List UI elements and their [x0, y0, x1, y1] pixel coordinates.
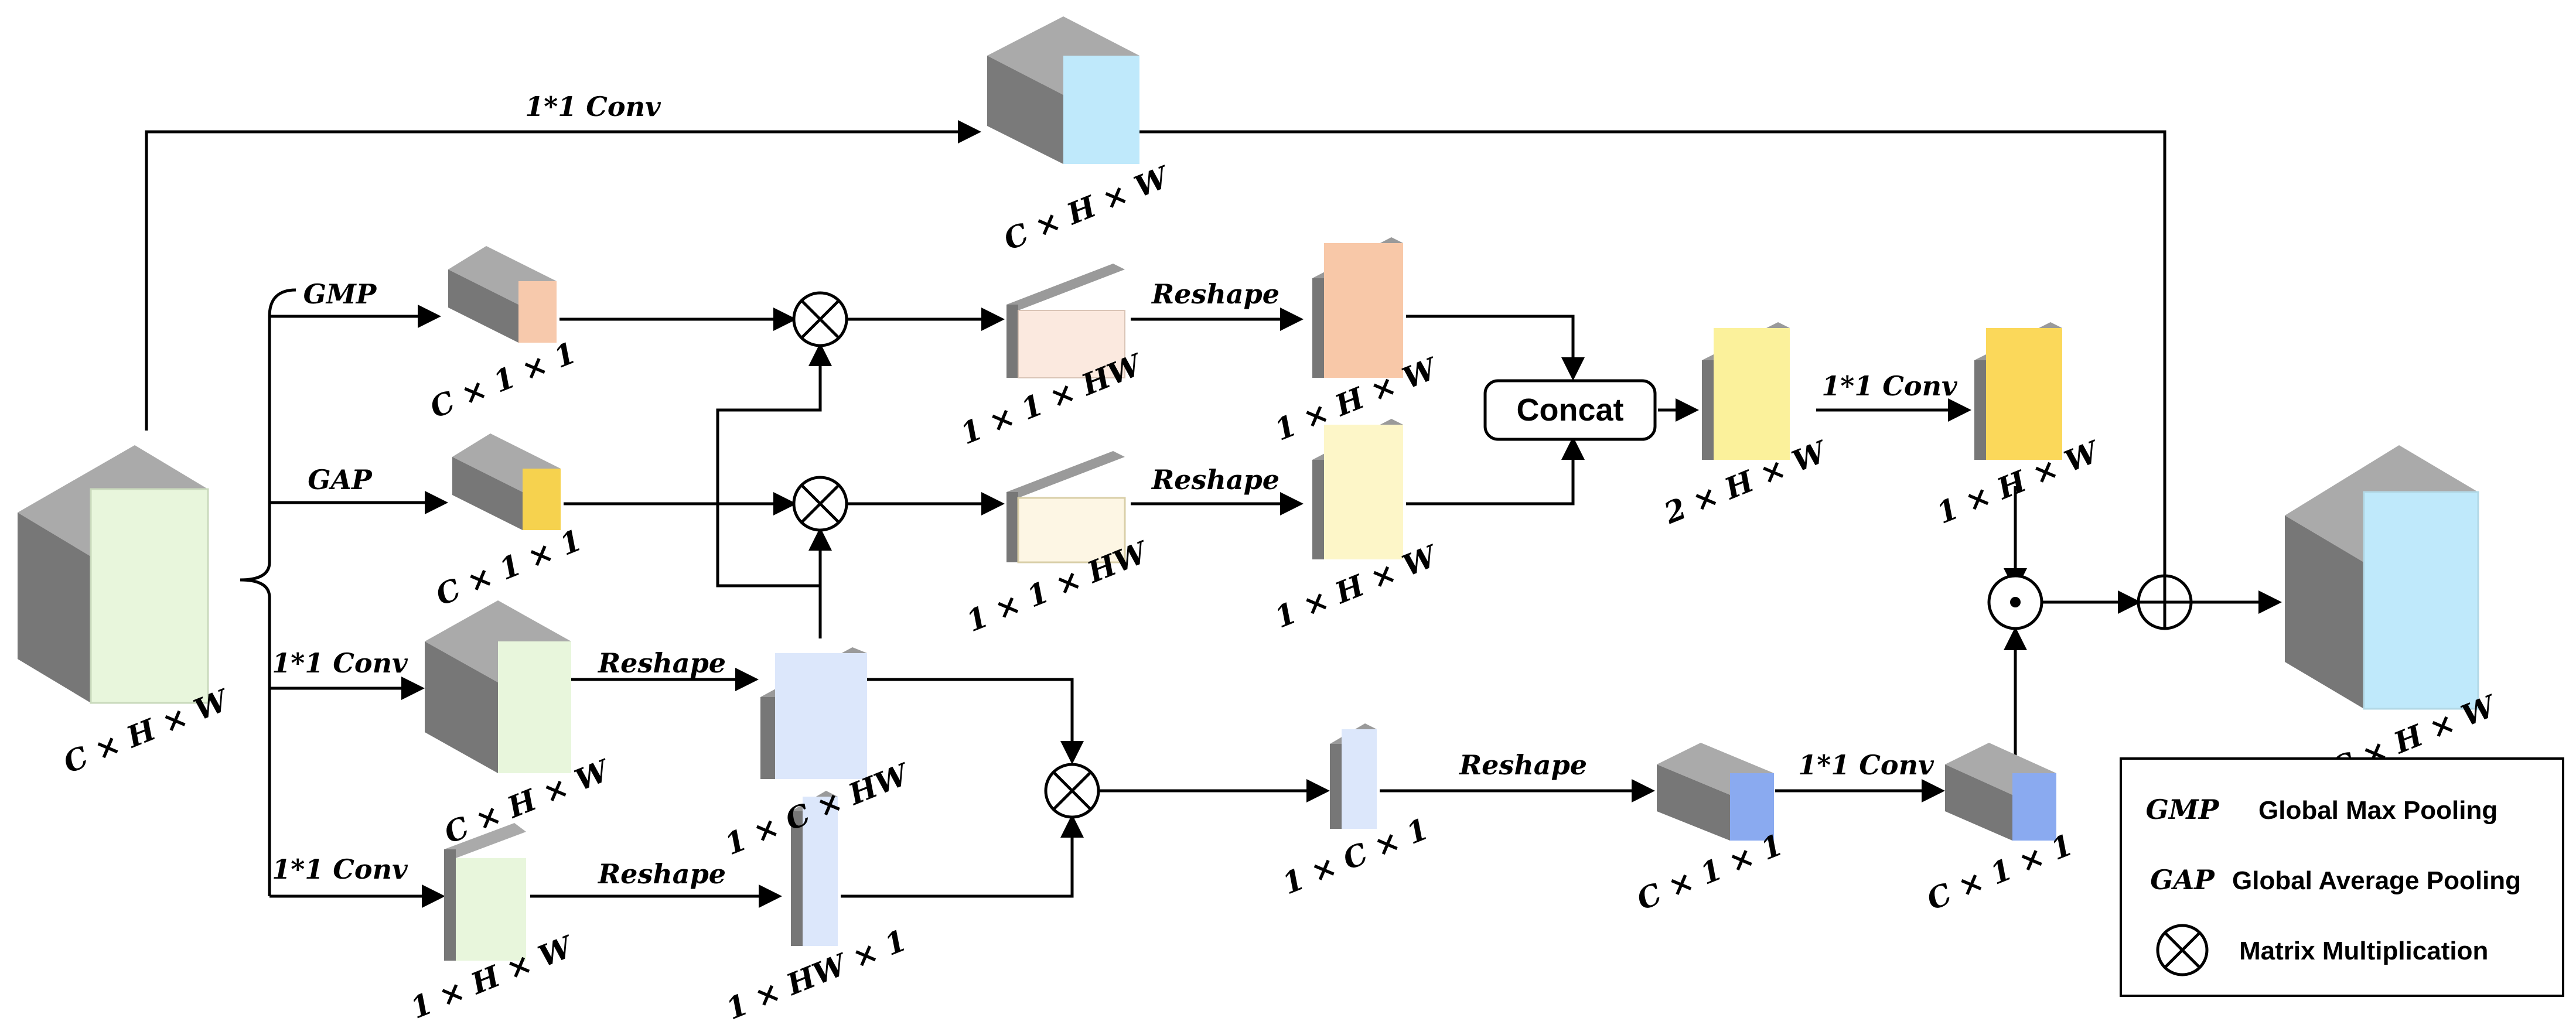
legend-value-gmp: Global Max Pooling	[2258, 796, 2497, 825]
output-feature-cube	[2285, 445, 2479, 710]
conv-att-label: 1*1 Conv	[1821, 370, 1958, 402]
legend: GMP Global Max Pooling GAP Global Averag…	[2120, 757, 2564, 997]
reshape2-label: Reshape	[1151, 464, 1280, 496]
gap-vector	[1006, 451, 1126, 563]
elementwise-product-op	[1987, 574, 2043, 630]
gap-dim-label: C × 1 × 1	[431, 522, 587, 612]
reshape-low-label: Reshape	[597, 858, 726, 890]
branch-brace	[240, 288, 296, 896]
concat-box: Concat	[1483, 379, 1657, 441]
reshape-mid-label: Reshape	[597, 647, 726, 679]
conv-matrix	[760, 647, 867, 779]
conv-low-label: 1*1 Conv	[272, 853, 408, 885]
legend-multiply-icon	[2156, 924, 2209, 976]
legend-value-gap: Global Average Pooling	[2232, 866, 2521, 895]
add-op	[2137, 574, 2193, 630]
input-feature-cube	[18, 445, 209, 704]
multiply-op-bottom	[1044, 763, 1100, 819]
gap-block	[452, 433, 561, 530]
connections	[145, 120, 2282, 908]
legend-value-matmul: Matrix Multiplication	[2239, 937, 2488, 965]
multiply-op-top	[792, 291, 848, 347]
mid-conv-cube	[425, 600, 571, 773]
concat-map	[1702, 322, 1790, 460]
channel-block-a-dim-label: C × 1 × 1	[1632, 827, 1788, 917]
map1-slab	[1312, 237, 1403, 378]
conv-ch-label: 1*1 Conv	[1798, 749, 1934, 781]
multiply-op-mid	[792, 476, 848, 532]
channel-block-b-dim-label: C × 1 × 1	[1922, 827, 2078, 917]
map2-slab	[1312, 419, 1403, 559]
legend-key-gap: GAP	[2150, 864, 2215, 896]
reshape1-label: Reshape	[1151, 278, 1280, 310]
svg-text:Concat: Concat	[1516, 392, 1623, 428]
low-conv-slab	[444, 823, 526, 961]
low-matrix	[791, 791, 838, 946]
reshape3-label: Reshape	[1458, 749, 1587, 781]
gmp-label: GMP	[303, 278, 377, 310]
channel-vector	[1330, 723, 1377, 829]
top-conv-cube	[987, 16, 1139, 164]
channel-block-a	[1657, 743, 1774, 841]
attention-map	[1974, 322, 2062, 460]
legend-key-gmp: GMP	[2146, 794, 2220, 825]
gmp-dim-label: C × 1 × 1	[425, 335, 581, 425]
conv-mid-label: 1*1 Conv	[272, 647, 408, 679]
gmp-vector	[1006, 264, 1125, 378]
top-dim-label: C × H × W	[999, 159, 1176, 257]
top-conv-label: 1*1 Conv	[525, 91, 661, 122]
gap-label: GAP	[308, 464, 373, 496]
gmp-block	[448, 246, 557, 343]
channel-block-b	[1945, 743, 2056, 841]
